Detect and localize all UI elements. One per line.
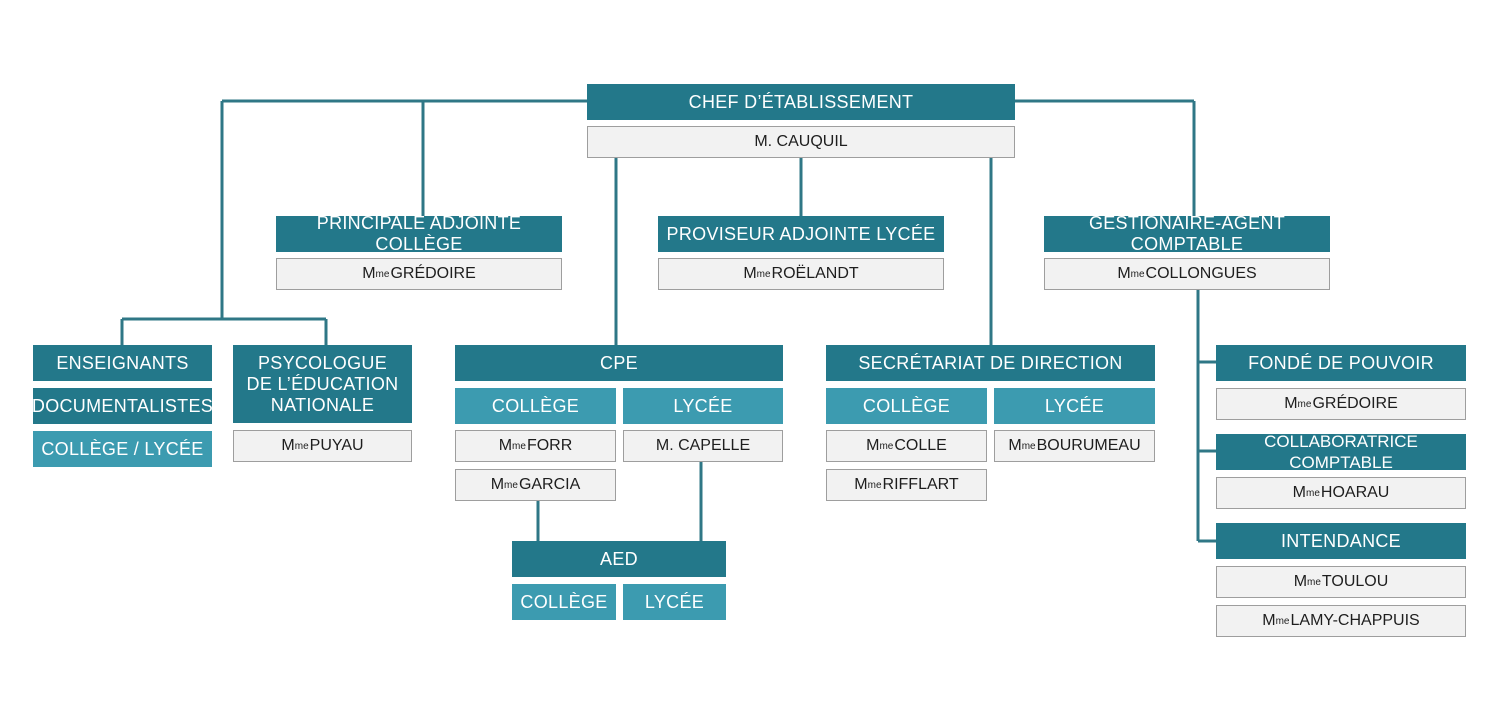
title-prefix: M: [281, 437, 295, 454]
title-superscript: me: [294, 440, 309, 452]
secretariat-college-subheader: COLLÈGE: [826, 388, 987, 424]
intendance-header: INTENDANCE: [1216, 523, 1466, 559]
title-superscript: me: [1297, 398, 1312, 410]
person-name: FORR: [526, 437, 573, 454]
person-name: COLLONGUES: [1145, 265, 1257, 282]
title-superscript: me: [512, 440, 526, 452]
aed-lycee-subheader: LYCÉE: [623, 584, 726, 620]
title-prefix: M: [854, 476, 868, 493]
title-superscript: me: [1130, 268, 1145, 280]
person-name: LAMY-CHAPPUIS: [1290, 612, 1420, 629]
title-prefix: M: [1292, 484, 1306, 501]
chef-name-box: M. CAUQUIL: [587, 126, 1015, 158]
title-superscript: me: [1305, 487, 1320, 499]
chef-name: M. CAUQUIL: [754, 133, 848, 150]
title-prefix: M: [1293, 573, 1308, 590]
psychologue-title-line: NATIONALE: [270, 394, 375, 415]
person-name: COLLE: [894, 437, 947, 454]
title-prefix: M: [866, 437, 880, 454]
secretariat-lycee-subheader: LYCÉE: [994, 388, 1155, 424]
person-name: PUYAU: [309, 437, 364, 454]
psychologue-header: PSYCOLOGUE DE L’ÉDUCATION NATIONALE: [233, 345, 412, 423]
gestionaire-header: GESTIONAIRE-AGENT COMPTABLE: [1044, 213, 1330, 254]
title-superscript: me: [1021, 440, 1036, 452]
title-superscript: me: [756, 268, 771, 280]
fonde-header: FONDÉ DE POUVOIR: [1216, 345, 1466, 381]
person-name: GARCIA: [518, 476, 581, 493]
title-prefix: M: [1117, 265, 1131, 282]
title-superscript: me: [879, 440, 894, 452]
person-name: GRÉDOIRE: [390, 265, 476, 282]
title-superscript: me: [1275, 615, 1290, 627]
person-name: RIFFLART: [882, 476, 959, 493]
psychologue-title-line: DE L’ÉDUCATION: [246, 373, 399, 394]
person-name: HOARAU: [1320, 484, 1390, 501]
title-prefix: M: [1008, 437, 1022, 454]
proviseur-header: PROVISEUR ADJOINTE LYCÉE: [658, 216, 944, 252]
psychologue-title-line: PSYCOLOGUE: [257, 352, 388, 373]
collaboratrice-header: COLLABORATRICE COMPTABLE: [1216, 432, 1466, 472]
secretariat-header: SECRÉTARIAT DE DIRECTION: [826, 345, 1155, 381]
title-superscript: me: [504, 479, 518, 491]
college-lycee-subheader: COLLÈGE / LYCÉE: [33, 431, 212, 467]
principale-header: PRINCIPALE ADJOINTE COLLÈGE: [276, 213, 562, 254]
title-prefix: M: [490, 476, 505, 493]
person-name: TOULOU: [1321, 573, 1389, 590]
person-name: BOURUMEAU: [1036, 437, 1141, 454]
aed-college-subheader: COLLÈGE: [512, 584, 616, 620]
title-prefix: M: [743, 265, 757, 282]
title-superscript: me: [375, 268, 390, 280]
aed-header: AED: [512, 541, 726, 577]
person-name: GRÉDOIRE: [1312, 395, 1398, 412]
title-prefix: M: [1262, 612, 1276, 629]
title-superscript: me: [1307, 576, 1321, 588]
title-prefix: M: [362, 265, 376, 282]
cpe-lycee-subheader: LYCÉE: [623, 388, 783, 424]
person-name: ROËLANDT: [771, 265, 859, 282]
cpe-college-subheader: COLLÈGE: [455, 388, 616, 424]
chef-header: CHEF D’ÉTABLISSEMENT: [587, 84, 1015, 120]
title-prefix: M: [1284, 395, 1298, 412]
title-prefix: M: [498, 437, 513, 454]
documentalistes-header: DOCUMENTALISTES: [32, 388, 213, 424]
title-superscript: me: [867, 479, 882, 491]
person-name: M. CAPELLE: [655, 437, 751, 454]
cpe-capelle-box: M. CAPELLE: [623, 430, 783, 462]
cpe-header: CPE: [455, 345, 783, 381]
enseignants-header: ENSEIGNANTS: [33, 345, 212, 381]
